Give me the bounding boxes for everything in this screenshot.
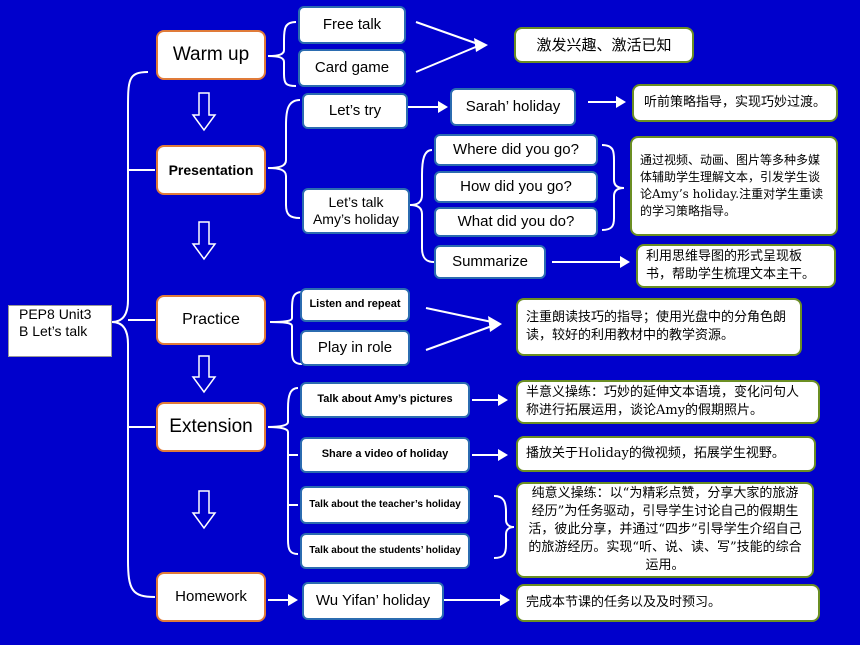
stage-extension: Extension (156, 402, 266, 452)
main-brace (111, 71, 156, 598)
root-line1: PEP8 Unit3 (19, 306, 92, 322)
presentation-letstalk: Let’s talk Amy’s holiday (302, 188, 410, 234)
practice-note: 注重朗读技巧的指导；使用光盘中的分角色朗读，较好的利用教材中的教学资源。 (516, 298, 802, 356)
warmup-brace (267, 21, 297, 87)
warmup-arrow-lines (415, 21, 479, 73)
extension-amy-pictures: Talk about Amy’s pictures (300, 382, 470, 418)
extension-teacher-holiday: Talk about the teacher’s holiday (300, 486, 470, 524)
root-node: PEP8 Unit3 B Let’s talk (8, 305, 112, 357)
homework-note: 完成本节课的任务以及及时预习。 (516, 584, 820, 622)
root-line2: B Let’s talk (19, 322, 88, 339)
practice-play-role: Play in role (300, 330, 410, 366)
letstalk-line1: Let’s talk (328, 194, 384, 211)
homework-item: Wu Yifan’ holiday (302, 582, 444, 620)
extension-students-holiday: Talk about the students’ holiday (300, 533, 470, 569)
presentation-sarah: Sarah’ holiday (450, 88, 576, 126)
practice-brace (269, 291, 303, 365)
warmup-item-card-game: Card game (298, 49, 406, 87)
practice-listen-repeat: Listen and repeat (300, 288, 410, 322)
extension-brace (267, 387, 299, 555)
stage-presentation: Presentation (156, 145, 266, 195)
presentation-summarize: Summarize (434, 245, 546, 279)
questions-right-brace (601, 144, 625, 231)
question-how: How did you go? (434, 171, 598, 203)
extension-combined-note: 纯意义操练：以“为精彩点赞，分享大家的旅游经历”为任务驱动，引导学生讨论自己的假… (516, 482, 814, 578)
questions-note: 通过视频、动画、图片等多种多媒体辅助学生理解文本，引发学生谈论Amy’s hol… (630, 136, 838, 236)
extension-video-note: 播放关于Holiday的微视频，拓展学生视野。 (516, 436, 816, 472)
warmup-item-free-talk: Free talk (298, 6, 406, 44)
presentation-sarah-note: 听前策略指导，实现巧妙过渡。 (632, 84, 838, 122)
extension-amy-note: 半意义操练：巧妙的延伸文本语境，变化问句人称进行拓展运用，谈论Amy的假期照片。 (516, 380, 820, 424)
presentation-brace (267, 99, 301, 219)
warmup-note: 激发兴趣、激活已知 (514, 27, 694, 63)
stage-practice: Practice (156, 295, 266, 345)
stage-warmup: Warm up (156, 30, 266, 80)
stage-homework: Homework (156, 572, 266, 622)
summarize-note: 利用思维导图的形式呈现板书，帮助学生梳理文本主干。 (636, 244, 836, 288)
letstalk-line2: Amy’s holiday (312, 211, 400, 227)
presentation-letstry: Let’s try (302, 93, 408, 129)
down-arrows (191, 92, 217, 530)
questions-brace (409, 149, 435, 263)
question-what: What did you do? (434, 207, 598, 237)
question-where: Where did you go? (434, 134, 598, 166)
extension-video: Share a video of holiday (300, 437, 470, 473)
teacher-students-brace (493, 495, 515, 559)
